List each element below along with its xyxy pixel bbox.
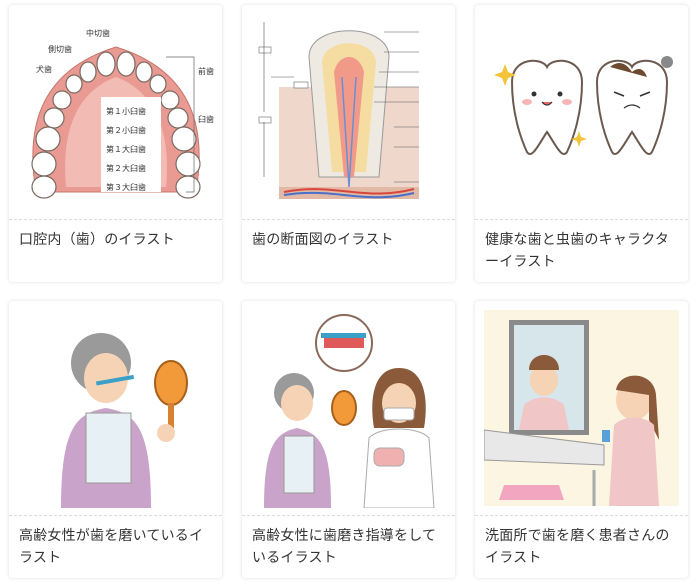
card-tooth-characters[interactable]: 健康な歯と虫歯のキャラクターイラスト	[475, 5, 688, 282]
card-title[interactable]: 高齢女性に歯磨き指導をしているイラスト	[252, 528, 437, 566]
label-front-teeth: 前歯	[198, 66, 214, 76]
card-divider	[475, 515, 688, 516]
card-oral-cavity[interactable]: 中切歯 側切歯 犬歯 第１小臼歯 第２小臼歯 第１大臼歯 第２大臼歯 第３大臼歯…	[9, 5, 222, 282]
label-first-molar: 第１大臼歯	[106, 144, 146, 154]
card-divider	[475, 219, 688, 220]
label-canine: 犬歯	[36, 64, 52, 74]
elderly-woman-brushing-illustration	[9, 301, 222, 515]
label-lateral-incisor: 側切歯	[48, 44, 72, 54]
card-title[interactable]: 口腔内（歯）のイラスト	[19, 232, 175, 248]
label-second-molar: 第２大臼歯	[106, 163, 146, 173]
label-second-premolar: 第２小臼歯	[106, 125, 146, 135]
washroom-brushing-illustration	[475, 301, 688, 515]
label-third-molar: 第３大臼歯	[106, 182, 146, 192]
card-title[interactable]: 高齢女性が歯を磨いているイラスト	[19, 528, 204, 566]
card-title[interactable]: 歯の断面図のイラスト	[252, 232, 394, 248]
card-divider	[9, 515, 222, 516]
card-brushing-instruction[interactable]: 高齢女性に歯磨き指導をしているイラスト	[242, 301, 455, 578]
card-divider	[242, 219, 455, 220]
label-molars: 臼歯	[198, 114, 214, 124]
brushing-instruction-illustration	[242, 301, 455, 515]
card-title[interactable]: 健康な歯と虫歯のキャラクターイラスト	[485, 232, 670, 270]
oral-cavity-illustration: 中切歯 側切歯 犬歯 第１小臼歯 第２小臼歯 第１大臼歯 第２大臼歯 第３大臼歯…	[9, 5, 222, 219]
card-divider	[9, 219, 222, 220]
card-tooth-cross-section[interactable]: 歯の断面図のイラスト	[242, 5, 455, 282]
card-washroom-brushing[interactable]: 洗面所で歯を磨く患者さんのイラスト	[475, 301, 688, 578]
card-title[interactable]: 洗面所で歯を磨く患者さんのイラスト	[485, 528, 670, 566]
label-first-premolar: 第１小臼歯	[106, 106, 146, 116]
tooth-cross-section-illustration	[242, 5, 455, 219]
label-central-incisor: 中切歯	[86, 28, 110, 38]
card-divider	[242, 515, 455, 516]
card-elderly-woman-brushing[interactable]: 高齢女性が歯を磨いているイラスト	[9, 301, 222, 578]
tooth-characters-illustration	[475, 5, 688, 219]
